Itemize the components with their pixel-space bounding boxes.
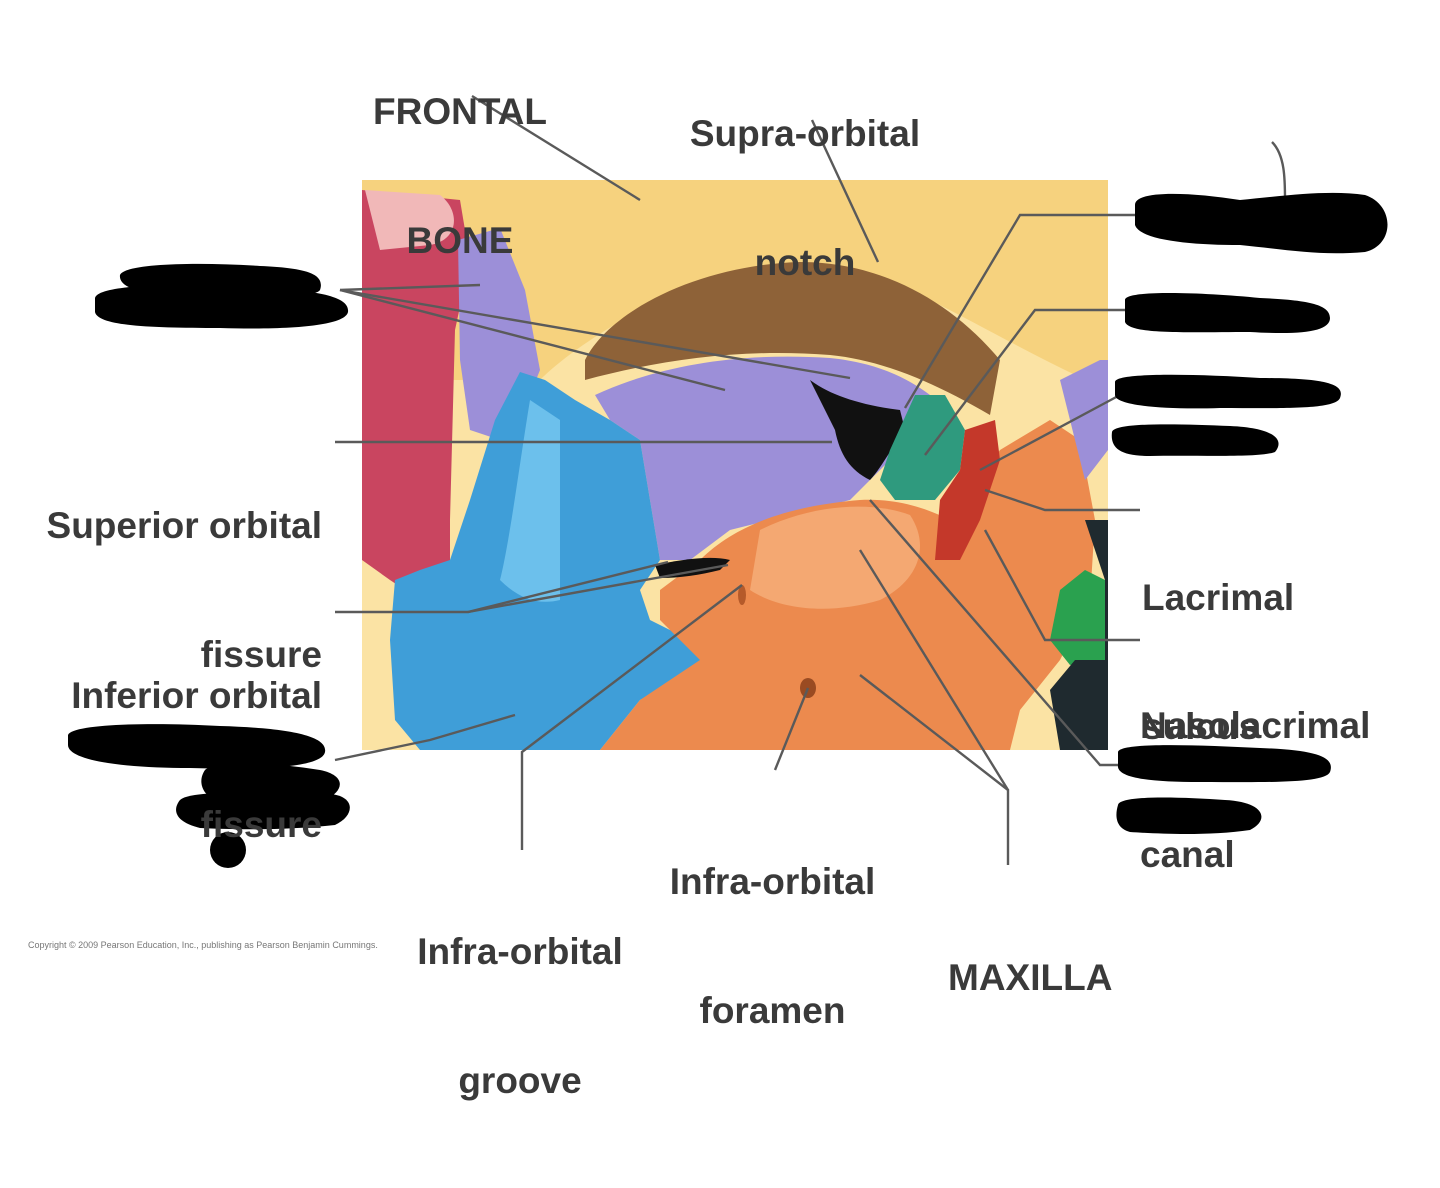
copyright-notice: Copyright © 2009 Pearson Education, Inc.… — [28, 940, 378, 950]
leader-redacted-right-3 — [979, 393, 1121, 472]
label-supra-orbital-notch-line1: Supra-orbital — [689, 113, 921, 154]
leader-lines — [334, 94, 1287, 865]
leader-inferior-orbital-fissure-b — [467, 563, 729, 614]
redactions — [68, 192, 1388, 868]
label-infra-orbital-groove-line1: Infra-orbital — [417, 931, 623, 972]
label-supra-orbital-notch-line2: notch — [754, 242, 856, 283]
redaction-right-2 — [1125, 293, 1330, 334]
leader-redacted-left-2b — [339, 288, 726, 392]
lacrimal-region — [935, 420, 1000, 560]
maxilla-highlight — [750, 506, 920, 609]
label-maxilla: MAXILLA — [948, 870, 1148, 1085]
label-nasolacrimal-canal: Nasolacrimal canal — [1140, 618, 1435, 962]
label-frontal-bone-line2: BONE — [406, 220, 514, 261]
label-lacrimal-sulcus: Lacrimal sulcus — [1142, 490, 1402, 834]
label-inferior-orbital-fissure-line2: fissure — [200, 804, 322, 845]
leader-nasolacrimal-canal — [983, 529, 1140, 642]
leader-redacted-top-right-hook — [1271, 141, 1287, 201]
orbit-illustration — [68, 94, 1388, 868]
leader-redacted-left-2c — [339, 288, 851, 380]
label-maxilla-text: MAXILLA — [948, 957, 1113, 998]
leader-lacrimal-sulcus — [984, 488, 1140, 512]
nasal-cavity-dark — [1050, 520, 1108, 750]
leader-infra-orbital-foramen — [773, 687, 810, 771]
zygomatic-highlight — [500, 400, 560, 602]
redaction-left-dot — [210, 832, 246, 868]
ethmoid-region — [880, 395, 965, 500]
redaction-top-right — [1135, 192, 1388, 254]
leader-redacted-right-1 — [903, 213, 1140, 409]
leader-supra-orbital-notch — [810, 119, 880, 263]
leader-redacted-left-2a — [339, 283, 481, 292]
label-superior-orbital-fissure-line1: Superior orbital — [46, 505, 322, 546]
redaction-right-3b — [1111, 424, 1279, 456]
orbital-roof-region — [585, 262, 1000, 415]
redaction-right-3a — [1115, 374, 1341, 409]
label-infra-orbital-groove: Infra-orbital groove — [375, 844, 665, 1188]
redaction-right-4b — [1116, 797, 1262, 834]
superior-orbital-fissure-shape — [810, 380, 905, 480]
temporal-bone-highlight — [365, 190, 454, 250]
sphenoid-right-region — [1060, 360, 1108, 480]
label-inferior-orbital-fissure: Inferior orbital fissure — [10, 588, 322, 932]
frontal-bone-region — [362, 180, 1108, 390]
label-infra-orbital-foramen-line2: foramen — [699, 990, 846, 1031]
label-nasolacrimal-canal-line1: Nasolacrimal — [1140, 705, 1371, 746]
leader-redacted-right-4 — [869, 499, 1120, 767]
redaction-left-bottom-a — [68, 724, 326, 769]
label-frontal-bone-line1: FRONTAL — [373, 91, 547, 132]
label-infra-orbital-foramen-line1: Infra-orbital — [669, 861, 876, 902]
label-superior-orbital-fissure: Superior orbital fissure — [10, 418, 322, 762]
inferior-orbital-fissure-shape — [655, 557, 730, 578]
redaction-left-top-b — [95, 284, 349, 329]
orbit-diagram: FRONTAL BONE Supra-orbital notch Superio… — [10, 4, 1435, 1101]
leader-frontal-bone — [471, 94, 641, 202]
infra-orbital-groove-mark — [738, 585, 746, 605]
label-lacrimal-sulcus-line2: sulcus — [1142, 706, 1260, 747]
label-nasolacrimal-canal-line2: canal — [1140, 834, 1235, 875]
label-superior-orbital-fissure-line2: fissure — [200, 634, 322, 675]
leader-infra-orbital-groove — [520, 584, 743, 850]
label-supra-orbital-notch: Supra-orbital notch — [660, 26, 950, 370]
redaction-right-4a — [1117, 745, 1331, 783]
label-infra-orbital-groove-line2: groove — [458, 1060, 582, 1101]
label-lacrimal-sulcus-line1: Lacrimal — [1142, 577, 1295, 618]
label-inferior-orbital-fissure-line1: Inferior orbital — [71, 675, 322, 716]
leader-redacted-right-2 — [924, 308, 1130, 456]
label-infra-orbital-foramen: Infra-orbital foramen — [630, 774, 915, 1118]
nasal-region — [1050, 570, 1105, 665]
label-frontal-bone: FRONTAL BONE — [350, 4, 570, 348]
leader-redacted-left-1 — [334, 713, 516, 762]
leader-maxilla-b — [858, 549, 1010, 791]
temporal-bone-region — [362, 190, 470, 600]
redaction-left-bottom-c — [176, 792, 350, 830]
